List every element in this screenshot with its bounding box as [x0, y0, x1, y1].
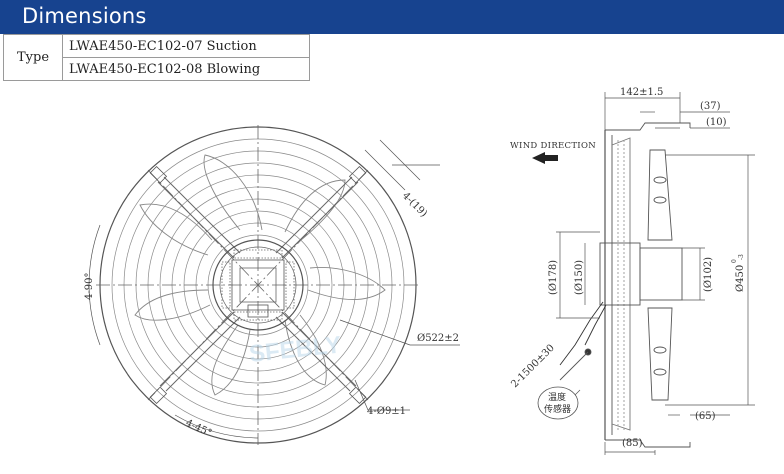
sensor-label-line1: 温度 [548, 391, 566, 403]
dim-65-label: (65) [695, 411, 716, 422]
motor-hub [212, 239, 304, 331]
holes-label: 4-Ø9±1 [367, 406, 406, 417]
wind-direction-label: WIND DIRECTION [510, 141, 596, 151]
wind-direction-arrow [532, 152, 558, 164]
guard-diameter-label: Ø522±2 [417, 333, 459, 344]
slots-label: 4-(19) [400, 190, 429, 219]
dim-10-label: (10) [706, 117, 727, 128]
side-blades [647, 149, 673, 401]
dim-450-tol-top: 0 [731, 259, 738, 263]
header-title: Dimensions [22, 4, 147, 28]
guard-spider-arms [157, 176, 359, 392]
depth-label: 142±1.5 [620, 87, 663, 98]
front-view [88, 125, 460, 445]
front-dimension-lines [88, 139, 460, 439]
dim-450-label: Ø450 [735, 265, 746, 292]
motor-stator [639, 247, 683, 301]
angle-45-label: 4-45° [184, 418, 214, 440]
dim-37-label: (37) [700, 101, 721, 112]
dim-150-label: (Ø150) [574, 260, 585, 295]
side-view [532, 92, 755, 455]
type-table: Type LWAE450-EC102-07 Suction LWAE450-EC… [3, 34, 310, 81]
cable [559, 301, 604, 366]
watermark-logo: SFEBLY [248, 331, 343, 368]
dimensions-header: Dimensions [0, 0, 784, 34]
cable-length-label: 2-1500±30 [509, 343, 557, 391]
motor-rotor [599, 242, 641, 306]
dim-450-tol-bot: -3 [738, 254, 745, 260]
type-row-blowing: LWAE450-EC102-08 Blowing [62, 57, 310, 81]
sensor-label-line2: 传感器 [544, 403, 571, 415]
angle-90-label: 4-90° [84, 273, 95, 300]
mounting-feet [149, 165, 367, 405]
dim-85-label: (85) [622, 438, 643, 449]
sensor-callout [537, 386, 579, 420]
dim-102-label: (Ø102) [703, 257, 714, 292]
side-dimension-lines [556, 92, 755, 455]
dim-178-label: (Ø178) [548, 260, 559, 295]
type-label: Type [3, 34, 63, 81]
fan-blades [134, 154, 386, 396]
